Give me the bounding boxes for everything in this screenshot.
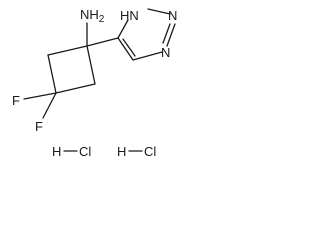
bond-c4-n3 <box>132 51 163 61</box>
bond-n3-n2-inner <box>162 23 171 44</box>
fluorine-upper-label: F <box>12 93 20 108</box>
triazole-n3-label: N <box>161 45 170 60</box>
bond-c3-c4 <box>47 54 57 94</box>
fluorine-lower-label: F <box>35 119 43 134</box>
bond-c1-c2 <box>86 45 96 85</box>
bond-c3-f-upper <box>23 92 57 100</box>
hcl-1-cl-label: Cl <box>79 144 91 159</box>
triazole-n2-label: N <box>168 8 177 23</box>
bond-c3-f-lower <box>42 92 57 119</box>
hcl-2-h-label: H <box>117 144 126 159</box>
triazole-ring <box>117 8 176 61</box>
hcl-2-cl-label: Cl <box>144 144 156 159</box>
amine-label: NH2 <box>80 7 105 25</box>
bond-c4-c1 <box>47 45 88 56</box>
bond-n1-c5 <box>117 19 129 39</box>
chemical-structure: NH2 HN N N F F H Cl H Cl <box>12 7 177 159</box>
bond-c5-c4-inner <box>122 38 136 57</box>
bond-n3-n2 <box>166 23 176 47</box>
bond-c1-c5 <box>86 37 119 47</box>
hcl-salt-2: H Cl <box>117 144 156 159</box>
cyclobutane-ring <box>47 45 96 94</box>
bond-c5-c4 <box>117 37 134 61</box>
hcl-1-h-label: H <box>52 144 61 159</box>
hcl-salt-1: H Cl <box>52 144 91 159</box>
bond-n2-n1 <box>147 8 171 15</box>
triazole-n1h-label: HN <box>120 8 139 23</box>
bond-c2-c3 <box>55 83 96 94</box>
